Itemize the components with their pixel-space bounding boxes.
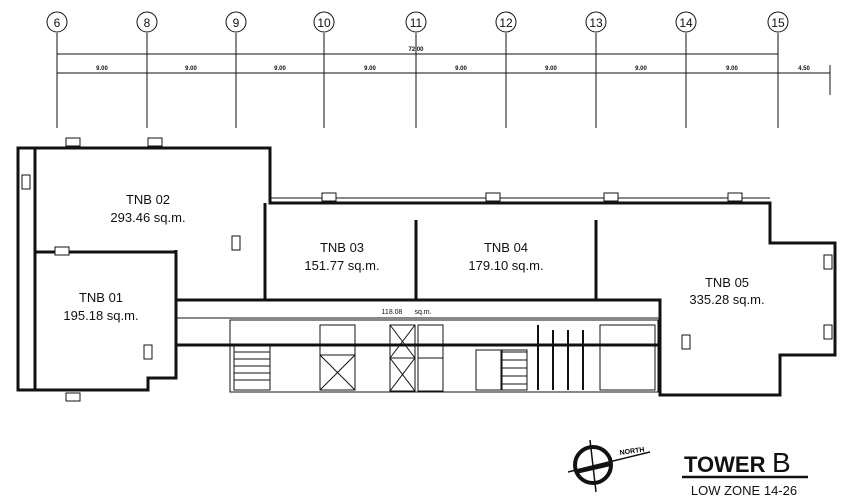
tower-letter: B bbox=[772, 447, 791, 478]
north-arrow-icon: NORTH bbox=[567, 439, 651, 493]
span-dimension: 9.00 bbox=[96, 66, 108, 72]
span-dimension: 9.00 bbox=[455, 66, 467, 72]
dimension-lines: 72.00 9.00 9.00 9.00 9.00 9.00 9.00 9.00… bbox=[57, 47, 831, 95]
grid-axis: 15 bbox=[767, 11, 789, 128]
unit-name: TNB 01 bbox=[79, 290, 123, 305]
building-walls bbox=[16, 146, 837, 397]
span-dimension: 9.00 bbox=[726, 66, 738, 72]
grid-label: 10 bbox=[317, 16, 331, 30]
span-dimension: 4.50 bbox=[798, 66, 810, 72]
grid-axis: 6 bbox=[46, 11, 68, 128]
unit-name: TNB 04 bbox=[484, 240, 528, 255]
unit-tnb-05[interactable]: TNB 05 335.28 sq.m. bbox=[689, 275, 764, 307]
tower-title: TOWER B LOW ZONE 14-26 bbox=[682, 447, 808, 498]
overall-dimension: 72.00 bbox=[408, 47, 424, 53]
unit-tnb-02[interactable]: TNB 02 293.46 sq.m. bbox=[110, 192, 185, 225]
unit-area: 151.77 sq.m. bbox=[304, 258, 379, 273]
grid-label: 6 bbox=[54, 16, 61, 30]
corridor-area-unit: sq.m. bbox=[414, 309, 431, 316]
grid-axis: 10 bbox=[313, 11, 335, 128]
grid-label: 13 bbox=[589, 16, 603, 30]
unit-name: TNB 03 bbox=[320, 240, 364, 255]
unit-area: 179.10 sq.m. bbox=[468, 258, 543, 273]
corridor-area-value: 118.08 bbox=[382, 309, 403, 316]
unit-area: 195.18 sq.m. bbox=[63, 308, 138, 323]
grid-axis: 12 bbox=[495, 11, 517, 128]
unit-area: 335.28 sq.m. bbox=[689, 292, 764, 307]
grid-axis: 14 bbox=[675, 11, 697, 128]
grid-axis: 11 bbox=[405, 11, 427, 128]
corridor-area: 118.08 sq.m. bbox=[382, 309, 432, 316]
unit-name: TNB 02 bbox=[126, 192, 170, 207]
tower-label: TOWER bbox=[684, 452, 766, 477]
grid-label: 11 bbox=[410, 16, 423, 30]
unit-tnb-01[interactable]: TNB 01 195.18 sq.m. bbox=[63, 290, 138, 323]
unit-area: 293.46 sq.m. bbox=[110, 210, 185, 225]
grid-label: 12 bbox=[499, 16, 513, 30]
span-dimension: 9.00 bbox=[364, 66, 376, 72]
column-markers bbox=[21, 137, 833, 402]
unit-name: TNB 05 bbox=[705, 275, 749, 290]
north-label: NORTH bbox=[619, 447, 645, 457]
grid-axis: 8 bbox=[136, 11, 158, 128]
grid-axis: 13 bbox=[585, 11, 607, 128]
grid-label: 9 bbox=[233, 16, 240, 30]
span-dimension: 9.00 bbox=[635, 66, 647, 72]
grid-label: 15 bbox=[771, 16, 785, 30]
unit-tnb-03[interactable]: TNB 03 151.77 sq.m. bbox=[304, 240, 379, 273]
grid-axis: 9 bbox=[225, 11, 247, 128]
zone-label: LOW ZONE 14-26 bbox=[691, 483, 797, 498]
core-details bbox=[233, 324, 656, 392]
grid-label: 8 bbox=[144, 16, 151, 30]
span-dimension: 9.00 bbox=[545, 66, 557, 72]
span-dimension: 9.00 bbox=[274, 66, 286, 72]
grid-label: 14 bbox=[679, 16, 693, 30]
grid-axes: 6 8 9 10 11 12 13 14 15 bbox=[46, 11, 789, 128]
unit-tnb-04[interactable]: TNB 04 179.10 sq.m. bbox=[468, 240, 543, 273]
span-dimension: 9.00 bbox=[185, 66, 197, 72]
